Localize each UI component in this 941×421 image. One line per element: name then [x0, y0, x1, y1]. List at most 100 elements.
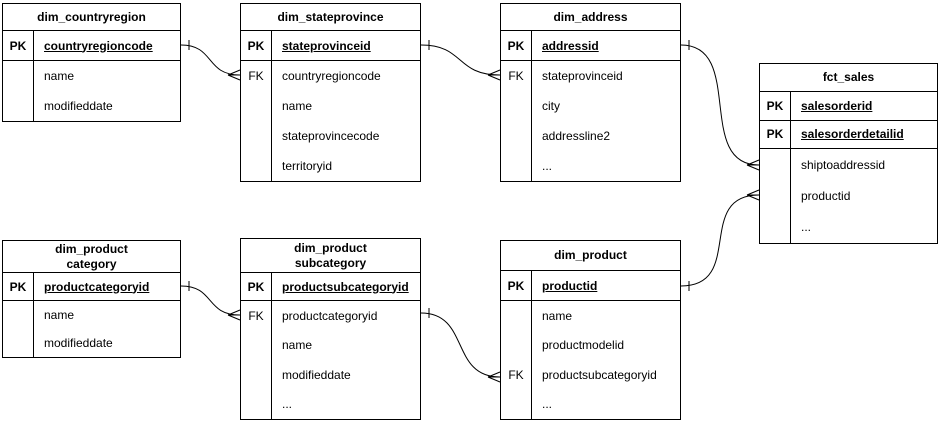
crow-foot-icon: [487, 371, 501, 383]
attribute-name: productsubcategoryid: [282, 279, 409, 294]
entity-dim-countryregion[interactable]: dim_countryregion PK countryregioncode n…: [2, 3, 181, 122]
attribute-row: PK salesorderid: [760, 92, 937, 121]
attribute-row: FK countryregioncode: [241, 61, 420, 91]
attribute-name: name: [44, 69, 75, 83]
attribute-row: stateprovincecode: [241, 121, 420, 151]
attribute-name: productmodelid: [542, 338, 625, 353]
key-badge: PK: [501, 31, 532, 60]
attribute-name: name: [542, 308, 573, 323]
key-badge: [3, 301, 34, 329]
attribute-name: countryregioncode: [282, 69, 381, 83]
key-badge: [760, 149, 791, 181]
key-badge: [3, 91, 34, 121]
entity-dim-stateprovince[interactable]: dim_stateprovince PK stateprovinceid FK …: [240, 3, 421, 182]
attribute-row: modifieddate: [241, 360, 420, 390]
key-badge: FK: [501, 360, 532, 390]
attribute-row: addressline2: [501, 121, 680, 151]
crow-foot-icon: [746, 189, 760, 201]
attribute-row: ...: [760, 211, 937, 243]
key-badge: PK: [760, 92, 791, 120]
attribute-name: addressid: [542, 38, 599, 53]
attribute-row: PK productcategoryid: [3, 273, 180, 301]
attribute-name: productid: [801, 188, 851, 203]
key-badge: [241, 151, 272, 181]
key-badge: PK: [241, 273, 272, 300]
key-badge: FK: [241, 301, 272, 331]
key-badge: [760, 211, 791, 243]
key-badge: PK: [3, 31, 34, 60]
attribute-name: productcategoryid: [282, 308, 378, 323]
entity-dim-productsubcategory[interactable]: dim_product subcategory PK productsubcat…: [240, 238, 421, 420]
attribute-row: PK productsubcategoryid: [241, 273, 420, 301]
entity-dim-productcategory[interactable]: dim_product category PK productcategoryi…: [2, 240, 181, 358]
key-badge: FK: [501, 61, 532, 91]
key-badge: [501, 121, 532, 151]
relationship-line: [180, 285, 241, 316]
key-badge: [241, 330, 272, 360]
attribute-name: city: [542, 99, 560, 113]
attribute-row: name: [3, 301, 180, 329]
key-badge: [501, 330, 532, 360]
attribute-name: ...: [282, 397, 293, 412]
entity-title: dim_product subcategory: [241, 239, 420, 273]
attribute-row: PK productid: [501, 271, 680, 301]
attribute-name: ...: [542, 159, 553, 173]
connector-stateprovince-address[interactable]: [420, 40, 501, 81]
key-badge: [3, 329, 34, 357]
attribute-name: productid: [542, 278, 598, 293]
attribute-name: shiptoaddressid: [801, 157, 886, 172]
attribute-row: ...: [241, 389, 420, 419]
crow-foot-icon: [227, 69, 241, 81]
attribute-name: countryregioncode: [44, 38, 153, 53]
key-badge: [760, 180, 791, 212]
attribute-row: name: [3, 61, 180, 91]
entity-title: fct_sales: [760, 64, 937, 92]
attribute-row: name: [501, 301, 680, 331]
entity-dim-product[interactable]: dim_product PK productid name productmod…: [500, 240, 681, 420]
attribute-name: addressline2: [542, 129, 611, 143]
attribute-row: FK productsubcategoryid: [501, 360, 680, 390]
attribute-name: ...: [542, 397, 553, 412]
connector-address-fctsales[interactable]: [680, 40, 760, 171]
crow-foot-icon: [746, 159, 760, 171]
key-badge: [241, 91, 272, 121]
relationship-line: [180, 44, 241, 76]
attribute-name: territoryid: [282, 159, 333, 173]
connector-productcategory-productsubcategory[interactable]: [180, 281, 241, 321]
attribute-name: stateprovinceid: [282, 38, 371, 53]
key-badge: [241, 389, 272, 419]
attribute-name: productsubcategoryid: [542, 367, 657, 382]
key-badge: [501, 91, 532, 121]
relationship-line: [420, 44, 501, 76]
connector-productsubcategory-product[interactable]: [420, 308, 501, 383]
entity-title: dim_stateprovince: [241, 4, 420, 31]
attribute-row: PK stateprovinceid: [241, 31, 420, 61]
attribute-name: name: [282, 99, 313, 113]
attribute-name: productcategoryid: [44, 279, 150, 294]
attribute-row: name: [241, 91, 420, 121]
connector-product-fctsales[interactable]: [680, 189, 760, 291]
attribute-row: modifieddate: [3, 91, 180, 121]
key-badge: PK: [3, 273, 34, 300]
crow-foot-icon: [227, 309, 241, 321]
entity-dim-address[interactable]: dim_address PK addressid FK stateprovinc…: [500, 3, 681, 182]
connector-countryregion-stateprovince[interactable]: [180, 40, 241, 81]
entity-fct-sales[interactable]: fct_sales PK salesorderid PK salesorderd…: [759, 63, 938, 244]
attribute-name: salesorderdetailid: [801, 127, 904, 142]
key-badge: PK: [241, 31, 272, 60]
attribute-row: PK countryregioncode: [3, 31, 180, 61]
attribute-row: FK productcategoryid: [241, 301, 420, 331]
attribute-row: ...: [501, 389, 680, 419]
attribute-row: city: [501, 91, 680, 121]
attribute-row: name: [241, 330, 420, 360]
attribute-name: salesorderid: [801, 98, 873, 113]
key-badge: FK: [241, 61, 272, 91]
attribute-row: shiptoaddressid: [760, 149, 937, 181]
attribute-row: PK addressid: [501, 31, 680, 61]
attribute-row: FK stateprovinceid: [501, 61, 680, 91]
attribute-row: modifieddate: [3, 329, 180, 357]
crow-foot-icon: [487, 69, 501, 81]
attribute-name: stateprovinceid: [542, 69, 623, 83]
attribute-row: PK salesorderdetailid: [760, 120, 937, 149]
